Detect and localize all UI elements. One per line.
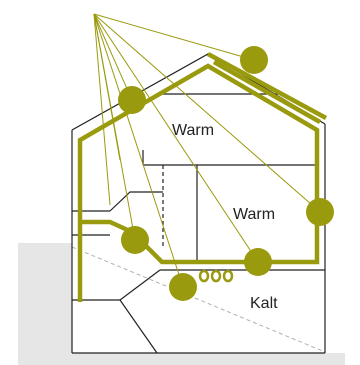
roof-insulation-b bbox=[212, 60, 322, 124]
point-roof-left bbox=[118, 86, 146, 114]
insulation-envelope bbox=[77, 52, 328, 302]
point-floor-right bbox=[244, 248, 272, 276]
point-right-wall bbox=[306, 198, 334, 226]
ray-1 bbox=[93, 13, 255, 61]
ray-3 bbox=[93, 13, 321, 213]
ray-7 bbox=[93, 13, 121, 161]
ground-area-right bbox=[320, 353, 345, 365]
measurement-rays bbox=[93, 13, 321, 288]
measurement-points bbox=[118, 46, 334, 301]
ray-8 bbox=[93, 13, 111, 206]
ground-area bbox=[18, 243, 345, 365]
point-left-corner bbox=[121, 226, 149, 254]
pipe-1 bbox=[198, 269, 210, 283]
ray-5 bbox=[93, 13, 184, 288]
label-cold: Kalt bbox=[250, 295, 278, 312]
basement-diagonal bbox=[119, 269, 161, 354]
roof-insulation-a bbox=[206, 52, 328, 120]
pipe-3 bbox=[222, 269, 234, 283]
pipe-2 bbox=[210, 269, 222, 283]
roof-outline bbox=[71, 53, 326, 131]
point-basement bbox=[169, 273, 197, 301]
heating-pipes bbox=[198, 269, 234, 283]
point-roof-top bbox=[240, 46, 268, 74]
insulation-main bbox=[77, 63, 320, 302]
ray-2 bbox=[93, 13, 133, 101]
ray-4 bbox=[93, 13, 259, 263]
label-warm-middle: Warm bbox=[233, 206, 275, 223]
ground-line bbox=[71, 246, 326, 353]
label-warm-upper: Warm bbox=[172, 122, 214, 139]
